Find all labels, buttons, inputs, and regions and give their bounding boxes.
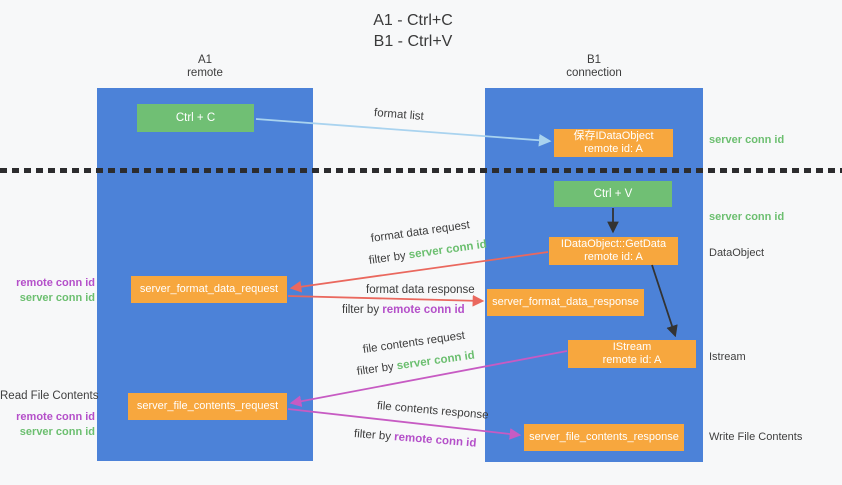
- idataobject-getdata-node: IDataObject::GetData remote id: A: [549, 237, 678, 265]
- format-response-label: server_format_data_response: [492, 296, 639, 308]
- save-idataobject-line1: 保存IDataObject: [573, 130, 654, 142]
- istream-line2: remote id: A: [602, 354, 662, 366]
- dataobject-label: DataObject: [709, 247, 765, 259]
- file-request-label: server_file_contents_request: [136, 400, 279, 412]
- server-conn-id-right-mid: server conn id: [709, 211, 785, 223]
- diagram-title: A1 - Ctrl+C B1 - Ctrl+V: [0, 10, 826, 52]
- istream-side-label: Istream: [709, 351, 746, 363]
- column-header-a1: A1 remote: [97, 54, 313, 80]
- remote-conn-id-label: remote conn id: [16, 411, 95, 423]
- getdata-line2: remote id: A: [584, 251, 643, 263]
- filter-by-text: filter by: [342, 304, 383, 316]
- arrow-format-data-response: [287, 294, 485, 307]
- save-idataobject-node: 保存IDataObject remote id: A: [554, 129, 673, 157]
- file-response-label: server_file_contents_response: [529, 431, 679, 443]
- column-a1-subtitle: remote: [187, 67, 223, 79]
- column-a1-name: A1: [197, 54, 213, 66]
- server-conn-id-label: server conn id: [19, 291, 95, 304]
- server-conn-id-label: server conn id: [19, 425, 95, 438]
- left-conn-id-block-top: remote conn id server conn id: [0, 276, 95, 305]
- column-b1-name: B1: [586, 54, 602, 66]
- server-conn-id-text: server conn id: [408, 238, 488, 262]
- format-data-response-label: format data response: [366, 284, 475, 296]
- server-conn-id-text: server conn id: [396, 349, 476, 373]
- server-file-contents-request-node: server_file_contents_request: [128, 393, 287, 420]
- ctrl-v-node: Ctrl + V: [554, 181, 672, 207]
- getdata-line1: IDataObject::GetData: [560, 238, 667, 250]
- title-line-1: A1 - Ctrl+C: [373, 12, 453, 29]
- filter-by-text: filter by: [356, 360, 398, 378]
- format-request-label: server_format_data_request: [139, 283, 279, 295]
- server-conn-id-right-top: server conn id: [709, 134, 785, 146]
- session-divider-dotted-line: [0, 168, 842, 173]
- server-file-contents-response-node: server_file_contents_response: [524, 424, 684, 451]
- read-file-contents-label: Read File Contents: [0, 390, 99, 402]
- format-list-label: format list: [373, 107, 425, 123]
- save-idataobject-line2: remote id: A: [584, 143, 643, 155]
- server-format-data-response-node: server_format_data_response: [487, 289, 644, 316]
- format-data-request-label: format data request: [370, 219, 471, 245]
- remote-conn-id-label: remote conn id: [16, 277, 95, 289]
- filter-by-remote-conn-id-label-2: filter by remote conn id: [354, 428, 477, 450]
- ctrl-v-label: Ctrl + V: [593, 188, 633, 200]
- istream-line1: IStream: [612, 341, 652, 353]
- filter-by-text: filter by: [353, 428, 395, 444]
- remote-conn-id-text: remote conn id: [393, 431, 477, 450]
- filter-by-remote-conn-id-label-1: filter by remote conn id: [342, 304, 465, 316]
- write-file-contents-label: Write File Contents: [709, 431, 803, 443]
- remote-conn-id-text: remote conn id: [382, 304, 465, 316]
- ctrl-c-label: Ctrl + C: [175, 112, 216, 124]
- left-conn-id-block-bottom: remote conn id server conn id: [0, 410, 95, 439]
- column-b1-subtitle: connection: [566, 67, 622, 79]
- filter-by-text: filter by: [368, 249, 410, 267]
- ctrl-c-node: Ctrl + C: [137, 104, 254, 132]
- server-format-data-request-node: server_format_data_request: [131, 276, 287, 303]
- column-header-b1: B1 connection: [485, 54, 703, 80]
- istream-node: IStream remote id: A: [568, 340, 696, 368]
- title-line-2: B1 - Ctrl+V: [373, 33, 453, 50]
- file-contents-response-label: file contents response: [376, 400, 489, 422]
